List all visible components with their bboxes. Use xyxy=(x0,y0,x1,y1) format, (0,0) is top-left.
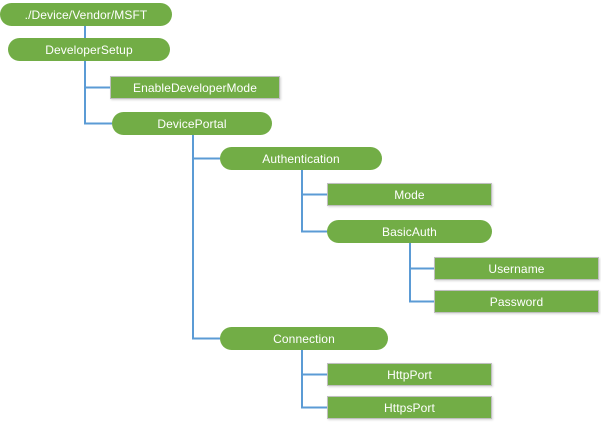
edge-deviceportal-authentication xyxy=(192,135,220,160)
node-mode[interactable]: Mode xyxy=(327,183,492,206)
edge-connection-httpport xyxy=(301,350,327,376)
node-label-developer-setup: DeveloperSetup xyxy=(45,42,133,57)
node-label-enable-developer-mode: EnableDeveloperMode xyxy=(133,80,257,95)
node-username[interactable]: Username xyxy=(434,257,599,280)
node-label-username: Username xyxy=(488,261,545,276)
edge-basicauth-password xyxy=(409,243,434,303)
node-http-port[interactable]: HttpPort xyxy=(327,363,492,386)
node-https-port[interactable]: HttpsPort xyxy=(327,396,492,419)
node-label-root: ./Device/Vendor/MSFT xyxy=(24,7,148,22)
node-basic-auth[interactable]: BasicAuth xyxy=(327,220,492,243)
edge-authentication-basicauth xyxy=(301,170,327,233)
node-connection[interactable]: Connection xyxy=(220,327,388,350)
node-root[interactable]: ./Device/Vendor/MSFT xyxy=(0,3,172,26)
edge-basicauth-username xyxy=(409,243,434,270)
edge-connection-httpsport xyxy=(301,350,327,409)
node-device-portal[interactable]: DevicePortal xyxy=(112,112,272,135)
node-password[interactable]: Password xyxy=(434,290,599,313)
node-label-authentication: Authentication xyxy=(262,151,340,166)
node-label-http-port: HttpPort xyxy=(387,367,432,382)
node-label-mode: Mode xyxy=(394,187,425,202)
node-enable-developer-mode[interactable]: EnableDeveloperMode xyxy=(110,76,280,99)
edge-authentication-mode xyxy=(301,170,327,196)
edge-developersetup-enabledevelopermode xyxy=(84,61,110,89)
node-label-connection: Connection xyxy=(273,331,335,346)
node-authentication[interactable]: Authentication xyxy=(220,147,382,170)
edge-developersetup-deviceportal xyxy=(84,61,112,125)
node-developer-setup[interactable]: DeveloperSetup xyxy=(8,38,170,61)
node-label-device-portal: DevicePortal xyxy=(157,116,227,131)
node-label-https-port: HttpsPort xyxy=(384,400,435,415)
edge-deviceportal-connection xyxy=(192,135,220,340)
node-label-basic-auth: BasicAuth xyxy=(382,224,437,239)
node-label-password: Password xyxy=(489,294,544,309)
